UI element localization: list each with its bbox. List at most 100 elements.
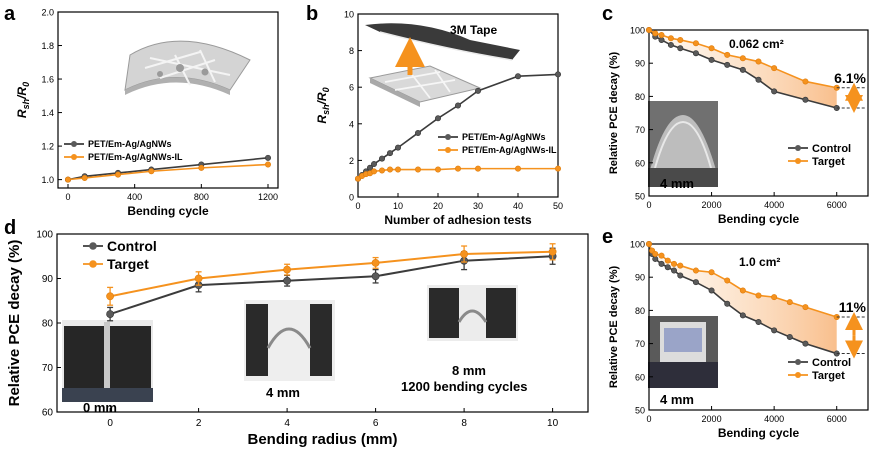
data-point bbox=[386, 150, 393, 157]
series-line bbox=[648, 243, 837, 318]
legend-marker bbox=[445, 134, 451, 140]
x-tick-label: 4 bbox=[284, 418, 290, 429]
data-point bbox=[378, 167, 385, 174]
x-tick-label: 400 bbox=[127, 192, 142, 202]
data-point bbox=[474, 165, 481, 172]
panel-d-photo-8mm bbox=[427, 285, 518, 341]
data-point bbox=[645, 241, 652, 248]
legend-label: PET/Em-Ag/AgNWs bbox=[88, 139, 172, 149]
y-tick-label: 60 bbox=[635, 372, 645, 382]
y-tick-label: 100 bbox=[630, 240, 645, 250]
data-point bbox=[786, 333, 793, 340]
data-point bbox=[460, 250, 468, 258]
data-point bbox=[755, 292, 762, 299]
photo-label-0mm: 0 mm bbox=[83, 400, 117, 415]
data-point bbox=[671, 260, 678, 267]
data-point bbox=[474, 87, 481, 94]
y-tick-label: 10 bbox=[344, 10, 354, 20]
y-tick-label: 8 bbox=[349, 46, 354, 56]
data-point bbox=[677, 45, 684, 52]
data-point bbox=[677, 262, 684, 269]
x-axis-label: Bending radius (mm) bbox=[247, 431, 397, 448]
y-tick-label: 80 bbox=[42, 319, 54, 330]
data-point bbox=[724, 277, 731, 284]
data-point bbox=[394, 166, 401, 173]
data-point bbox=[771, 294, 778, 301]
y-tick-label: 1.2 bbox=[41, 142, 54, 152]
panel-e-inset-label: 4 mm bbox=[660, 392, 694, 407]
data-point bbox=[802, 304, 809, 311]
series-line bbox=[648, 243, 837, 355]
data-point bbox=[667, 35, 674, 42]
data-point bbox=[771, 88, 778, 95]
data-point bbox=[264, 161, 271, 168]
data-point bbox=[771, 327, 778, 334]
data-point bbox=[708, 45, 715, 52]
tape-label: 3M Tape bbox=[450, 23, 497, 37]
data-point bbox=[414, 166, 421, 173]
series-a-1 bbox=[65, 161, 271, 183]
series-line bbox=[109, 250, 553, 298]
legend-label: Control bbox=[812, 357, 851, 369]
data-point bbox=[371, 259, 380, 267]
x-tick-label: 0 bbox=[646, 414, 651, 424]
x-axis-label: Bending cycle bbox=[718, 426, 800, 440]
data-point bbox=[554, 165, 561, 172]
data-point bbox=[283, 276, 291, 285]
x-tick-label: 10 bbox=[393, 201, 403, 211]
x-tick-label: 8 bbox=[461, 418, 467, 429]
y-tick-label: 70 bbox=[635, 125, 645, 135]
x-tick-label: 20 bbox=[433, 201, 443, 211]
data-point bbox=[692, 279, 699, 286]
y-tick-label: 2 bbox=[349, 156, 354, 166]
x-tick-label: 4000 bbox=[764, 200, 784, 210]
data-point bbox=[739, 66, 746, 73]
legend-label: Target bbox=[812, 156, 845, 168]
plot-frame-e bbox=[648, 243, 869, 411]
y-tick-label: 1.0 bbox=[41, 175, 54, 185]
data-point bbox=[370, 161, 377, 168]
data-point bbox=[115, 171, 122, 178]
y-tick-label: 80 bbox=[635, 306, 645, 316]
series-e-1 bbox=[645, 241, 840, 321]
y-tick-label: 6 bbox=[349, 83, 354, 93]
x-tick-label: 0 bbox=[107, 418, 113, 429]
panel-a-illustration bbox=[124, 40, 251, 95]
x-tick-label: 2000 bbox=[702, 200, 722, 210]
data-point bbox=[394, 144, 401, 151]
y-tick-label: 4 bbox=[349, 119, 354, 129]
y-tick-label: 70 bbox=[635, 339, 645, 349]
x-tick-label: 40 bbox=[513, 201, 523, 211]
data-point bbox=[434, 166, 441, 173]
plot-frame-a bbox=[57, 11, 279, 189]
data-point bbox=[434, 115, 441, 122]
data-point bbox=[198, 164, 205, 171]
photo-label-8mm: 8 mm bbox=[452, 363, 486, 378]
x-tick-label: 2000 bbox=[702, 414, 722, 424]
photo-label-cycles: 1200 bending cycles bbox=[401, 379, 527, 394]
data-point bbox=[454, 165, 461, 172]
data-point bbox=[667, 41, 674, 48]
legend-label: Control bbox=[107, 238, 157, 254]
data-point bbox=[652, 255, 659, 262]
panel-e-photo bbox=[648, 316, 718, 388]
data-point bbox=[370, 168, 377, 175]
panel-c-photo bbox=[648, 101, 718, 187]
x-tick-label: 50 bbox=[553, 201, 563, 211]
data-point bbox=[514, 165, 521, 172]
panel-b-illustration bbox=[365, 23, 520, 107]
data-point bbox=[148, 168, 155, 175]
panel-label-e: e bbox=[602, 226, 613, 248]
data-point bbox=[724, 300, 731, 307]
legend-marker bbox=[795, 145, 801, 151]
data-point bbox=[664, 257, 671, 264]
panel-label-d: d bbox=[4, 217, 16, 239]
legend-marker bbox=[795, 372, 801, 378]
legend-marker bbox=[71, 141, 77, 147]
panel-d-photo-0mm bbox=[62, 320, 153, 402]
data-point bbox=[514, 73, 521, 80]
x-tick-label: 6 bbox=[373, 418, 379, 429]
y-tick-label: 50 bbox=[635, 406, 645, 416]
y-tick-label: 100 bbox=[36, 230, 53, 241]
